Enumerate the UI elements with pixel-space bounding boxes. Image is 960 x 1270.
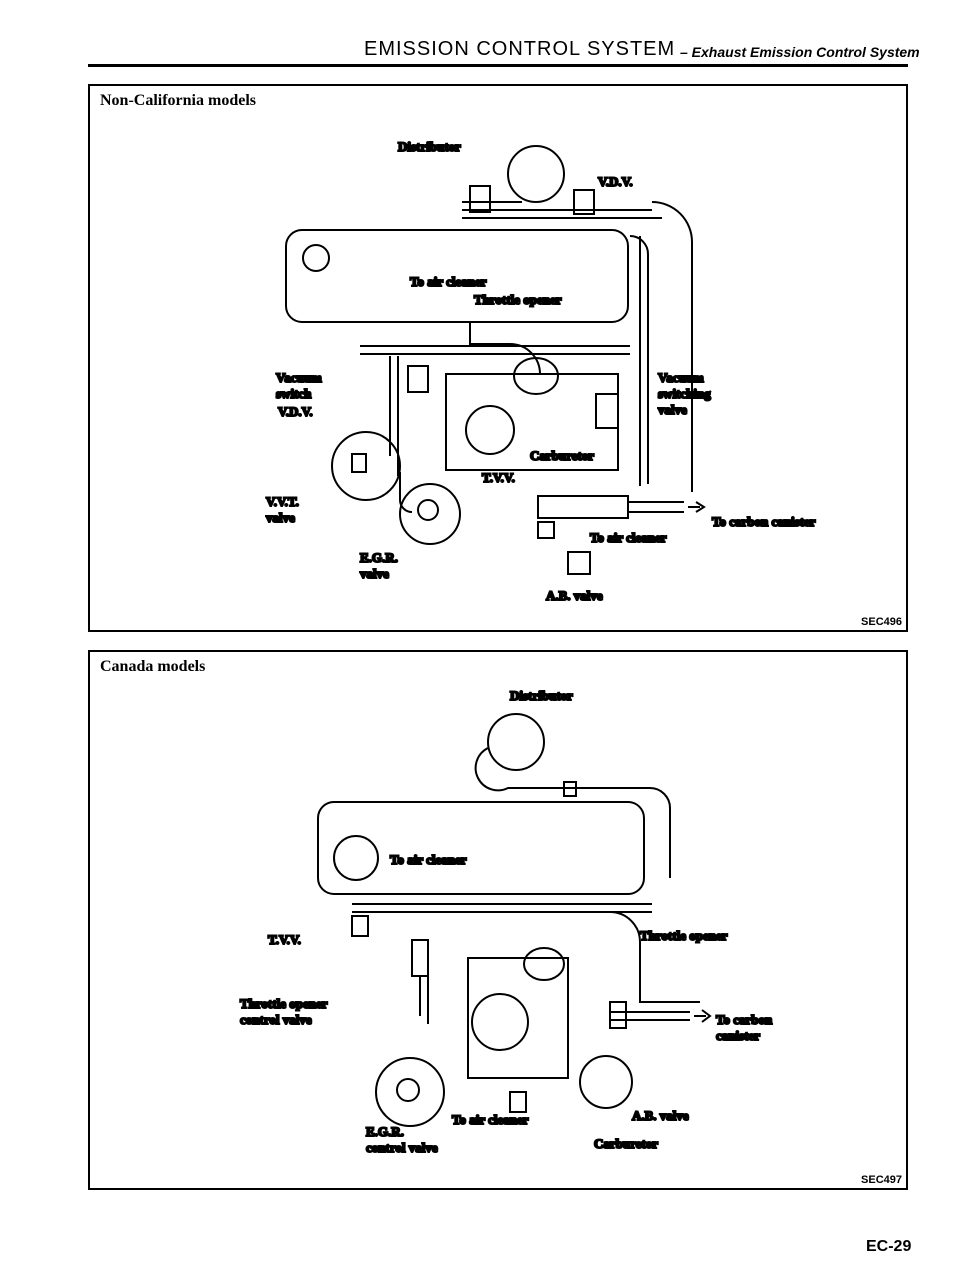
- vdv-top-shape: [469, 185, 491, 213]
- label-to-carbon-canister: To carbon canister: [712, 514, 816, 529]
- label-to-carbon-2: canister: [716, 1028, 760, 1043]
- distributor-shape: [487, 713, 545, 771]
- arrow-head-canister: [695, 501, 706, 513]
- hose-canister: [610, 1011, 690, 1021]
- tvv-shape: [351, 915, 369, 937]
- vdv-top-shape-2: [573, 189, 595, 215]
- vacuum-switch-shape: [407, 365, 429, 393]
- hose-distributor: [474, 747, 671, 878]
- distributor-shape: [507, 145, 565, 203]
- hose-right: [629, 235, 649, 486]
- ab-valve-shape: [579, 1055, 633, 1109]
- page-number: EC-29: [866, 1238, 912, 1255]
- hose-canister: [628, 501, 684, 513]
- hose-cross: [360, 322, 630, 375]
- label-to-carbon-1: To carbon: [716, 1012, 773, 1027]
- label-vvt-1: V.V.T.: [266, 494, 299, 509]
- hose-left: [389, 356, 413, 513]
- label-throttle-opener: Throttle opener: [474, 292, 562, 307]
- throttle-opener-control-valve-shape: [411, 939, 429, 977]
- carburetor-throat: [465, 405, 515, 455]
- vdv-left-shape: [351, 453, 367, 473]
- label-egr-2: valve: [360, 566, 389, 581]
- egr-valve-center: [417, 499, 439, 521]
- label-distributor: Distributor: [398, 139, 461, 154]
- label-vacuum-switching-2: switching: [658, 386, 711, 401]
- air-cleaner-housing: [285, 229, 629, 323]
- figure-code: SEC496: [861, 616, 902, 628]
- label-egr-1: E.G.R.: [360, 550, 398, 565]
- page-header: EMISSION CONTROL SYSTEM – Exhaust Emissi…: [0, 0, 960, 70]
- egr-control-valve-center: [396, 1078, 420, 1102]
- label-ab-valve: A.B. valve: [546, 588, 603, 603]
- carburetor-body: [467, 957, 569, 1079]
- vacuum-switching-valve-shape: [595, 393, 619, 429]
- hose-distributor: [462, 201, 693, 492]
- label-egr-2: control valve: [366, 1140, 438, 1155]
- arrow-canister: [694, 1009, 712, 1023]
- tvv-block: [537, 495, 629, 519]
- air-cleaner-housing: [317, 801, 645, 895]
- header-title: EMISSION CONTROL SYSTEM: [364, 38, 676, 60]
- label-carburetor: Carburetor: [530, 448, 594, 463]
- label-toc-valve-2: control valve: [240, 1012, 312, 1027]
- air-cleaner-bolt: [333, 835, 379, 881]
- panel-canada: Canada models SEC497 Distributor To air …: [88, 650, 908, 1190]
- canister-tee: [609, 1001, 627, 1029]
- hose-cross: [352, 903, 700, 1003]
- egr-valve-shape: [399, 483, 461, 545]
- label-vacuum-switch-2: switch: [276, 386, 312, 401]
- diagram-non-california: Distributor V.D.V. To air cleaner Thrott…: [265, 138, 817, 604]
- label-egr-1: E.G.R.: [366, 1124, 404, 1139]
- label-vacuum-switching-3: valve: [658, 402, 687, 417]
- panel-title: Non-California models: [100, 92, 256, 109]
- carburetor-throat: [471, 993, 529, 1051]
- label-to-air-cleaner-2: To air cleaner: [452, 1112, 529, 1127]
- air-port: [509, 1091, 527, 1113]
- header-rule: [88, 64, 908, 67]
- ab-valve-shape: [567, 551, 591, 575]
- label-to-air-cleaner: To air cleaner: [410, 274, 487, 289]
- label-tvv: T.V.V.: [482, 470, 515, 485]
- label-toc-valve-1: Throttle opener: [240, 996, 328, 1011]
- label-carburetor: Carburetor: [594, 1136, 658, 1151]
- diagram-canada: Distributor To air cleaner T.V.V. Thrott…: [239, 687, 774, 1156]
- panel-title: Canada models: [100, 658, 206, 675]
- label-tvv: T.V.V.: [268, 932, 301, 947]
- label-vdv-left: V.D.V.: [278, 404, 313, 419]
- label-vacuum-switch-1: Vacuum: [276, 370, 322, 385]
- throttle-opener-shape: [523, 947, 565, 981]
- distributor-tee: [563, 781, 577, 797]
- label-distributor: Distributor: [510, 688, 573, 703]
- hose-toc: [419, 976, 429, 1024]
- throttle-opener-shape: [513, 357, 559, 395]
- figure-code: SEC497: [861, 1174, 902, 1186]
- label-vvt-2: valve: [266, 510, 295, 525]
- label-vacuum-switching-1: Vacuum: [658, 370, 704, 385]
- label-to-air-cleaner: To air cleaner: [390, 852, 467, 867]
- label-ab-valve: A.B. valve: [632, 1108, 689, 1123]
- ab-port: [537, 521, 555, 539]
- label-throttle-opener: Throttle opener: [640, 928, 728, 943]
- air-cleaner-bolt: [302, 244, 330, 272]
- vvt-valve-shape: [331, 431, 401, 501]
- header-subtitle: – Exhaust Emission Control System: [680, 44, 920, 60]
- panel-non-california: Non-California models SEC496: [88, 84, 908, 632]
- label-vdv-top: V.D.V.: [598, 174, 633, 189]
- label-to-air-cleaner-2: To air cleaner: [590, 530, 667, 545]
- egr-control-valve-shape: [375, 1057, 445, 1127]
